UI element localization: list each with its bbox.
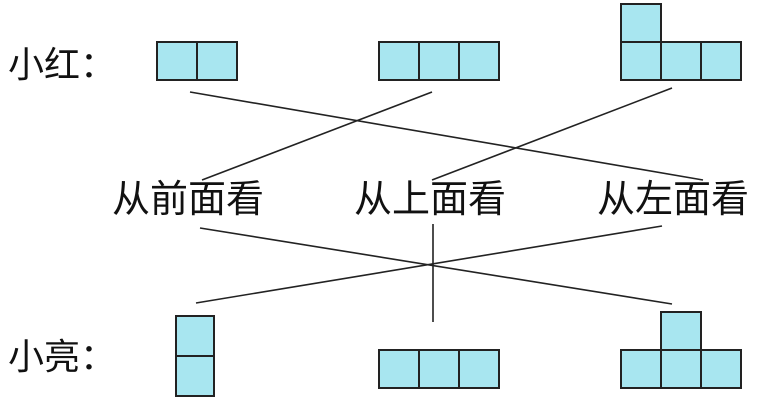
xiaohong-label: 小红： — [8, 45, 117, 86]
hong-line-shape1-left — [189, 91, 704, 181]
hong-shape-1 — [156, 41, 238, 81]
hong-shape-2 — [378, 41, 500, 81]
view-label-top: 从上面看 — [354, 177, 507, 221]
liang-shape-3 — [620, 311, 742, 389]
liang-line-left-shape1 — [195, 225, 663, 304]
liang-shape-1 — [175, 315, 215, 397]
hong-line-shape3-top — [431, 87, 673, 181]
xiaoliang-label: 小亮： — [8, 337, 117, 378]
view-label-front: 从前面看 — [112, 177, 265, 221]
view-label-left: 从左面看 — [597, 177, 750, 221]
hong-line-shape2-front — [201, 91, 433, 181]
liang-shape-2 — [378, 349, 500, 389]
hong-shape-3 — [620, 3, 742, 81]
liang-line-front-shape3 — [199, 227, 673, 305]
